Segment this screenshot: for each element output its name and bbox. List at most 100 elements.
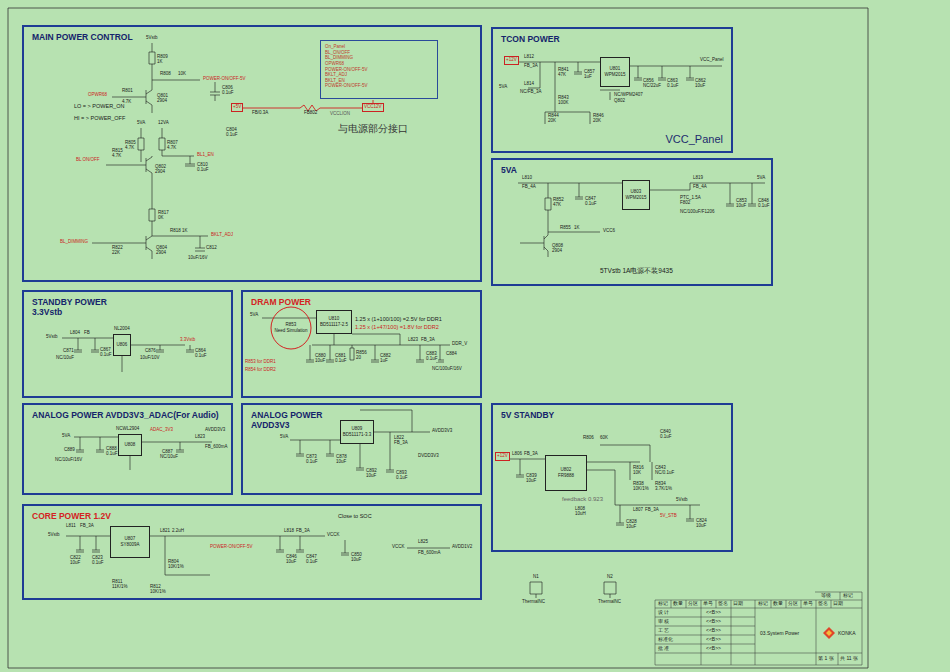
part-label: 10uF/16V	[188, 256, 208, 261]
part-label: FB_3A	[524, 64, 538, 69]
title-block-cell: <<B>>	[706, 637, 721, 642]
part-label: C806	[222, 86, 233, 91]
part-label: C850	[351, 553, 362, 558]
part-label: 10K	[178, 72, 186, 77]
part-label: NC/0.1uF	[655, 471, 674, 476]
net-label: BKLT_ADJ	[211, 233, 233, 238]
part-label: NC/22uF	[643, 84, 661, 89]
ic-symbol: U807SY8009A	[110, 526, 150, 558]
part-label: 0.1uF	[92, 561, 104, 566]
title-block-cell: <<B>>	[706, 610, 721, 615]
note-text: LO = > POWER_ON	[74, 104, 124, 110]
section-panel: ANALOG POWERAVDD3V3U809BD511171-3.3	[241, 403, 482, 495]
part-label: C893	[396, 471, 407, 476]
part-label: DVDD3V3	[418, 454, 439, 459]
part-label: R822	[112, 246, 123, 251]
title-block-cell: 批 准	[658, 646, 669, 651]
part-label: R856	[356, 351, 367, 356]
part-label: L821	[160, 529, 170, 534]
part-label: L812	[524, 55, 534, 60]
part-label: R844	[548, 114, 559, 119]
part-label: C882	[380, 354, 391, 359]
note-text: feedback 0.923	[562, 496, 603, 502]
part-label: L810	[522, 176, 532, 181]
part-label: R846	[593, 114, 604, 119]
part-designator: U807	[125, 537, 136, 542]
part-label: 0.1uF	[222, 91, 234, 96]
part-label: 5Vstb	[48, 533, 60, 538]
net-label: +5V	[231, 103, 243, 112]
part-label: 5VA	[499, 85, 507, 90]
pin-label: VCCLION	[330, 112, 350, 117]
section-panel: 5VA U803WPM2015	[491, 158, 773, 286]
part-label: 4.7K	[112, 154, 121, 159]
part-label: 5VA	[62, 434, 70, 439]
part-label: 1K	[574, 226, 580, 231]
part-label: NC/10uF	[56, 356, 74, 361]
part-label: 10K	[633, 471, 641, 476]
part-label: C804	[226, 128, 237, 133]
part-label: 10K/1%	[150, 590, 166, 595]
part-label: C867	[100, 348, 111, 353]
part-number: WPM2015	[604, 73, 625, 78]
part-label: L823	[195, 435, 205, 440]
part-label: C828	[626, 520, 637, 525]
part-label: R801	[122, 89, 133, 94]
note-text: R853	[286, 323, 297, 328]
part-label: L818	[284, 529, 294, 534]
title-block-cell: 审 核	[658, 619, 669, 624]
ic-symbol: U803WPM2015	[622, 180, 650, 210]
part-label: FB_3A	[80, 524, 94, 529]
rail-name: VCC_Panel	[666, 134, 723, 145]
part-label: C853	[736, 199, 747, 204]
section-panel: ANALOG POWER AVDD3V3_ADAC(For Audio)U808	[22, 403, 233, 495]
part-label: 0.1uF	[306, 560, 318, 565]
title-block-cell: 数量	[773, 601, 783, 606]
part-label: 10uF	[526, 479, 536, 484]
part-label: VCCK	[327, 533, 340, 538]
part-label: 5VA	[250, 313, 258, 318]
part-label: C878	[336, 455, 347, 460]
net-label: +12V	[504, 56, 519, 65]
section-title: 5VA	[501, 166, 517, 176]
part-label: C883	[426, 352, 437, 357]
part-label: L804	[70, 331, 80, 336]
part-label: C881	[335, 354, 346, 359]
net-label: BL_DIMMING	[60, 240, 88, 245]
part-label: 0.1uF	[426, 357, 438, 362]
note-text: Close to SOC	[338, 514, 372, 520]
part-label: 10uF	[736, 204, 746, 209]
part-designator: U802	[561, 468, 572, 473]
part-label: L822	[394, 436, 404, 441]
part-label: 4.7K	[125, 146, 134, 151]
part-label: Q801	[157, 94, 168, 99]
net-label: VCC12V	[362, 103, 384, 112]
section-title: CORE POWER 1.2V	[32, 512, 111, 522]
part-label: C884	[446, 352, 457, 357]
part-label: FB_4A	[693, 185, 707, 190]
part-label: R812	[150, 585, 161, 590]
part-label: C824	[696, 519, 707, 524]
ic-symbol: U801WPM2015	[600, 57, 630, 87]
part-label: FB_3A	[645, 508, 659, 513]
part-label: 0.1uF	[396, 476, 408, 481]
part-label: 10K/1%	[633, 487, 649, 492]
konka-logo	[823, 627, 835, 639]
part-label: C871	[63, 349, 74, 354]
part-label: R852	[553, 198, 564, 203]
ic-symbol: U809BD511171-3.3	[340, 420, 374, 444]
section-title: 5V STANDBY	[501, 411, 554, 421]
part-label: NL2004	[114, 327, 130, 332]
part-label: NC/100uF/16V	[432, 367, 462, 372]
part-label: 47K	[553, 203, 561, 208]
part-label: 0.1uF	[106, 452, 118, 457]
part-label: C812	[206, 246, 217, 251]
part-label: 2.2uH	[172, 529, 184, 534]
net-label: 1.25 x (1+47/100) =1.8V for DDR2	[355, 325, 439, 331]
part-label: 10uF	[366, 474, 376, 479]
part-label: FB802	[304, 111, 317, 116]
part-label: NC/10uF	[160, 455, 178, 460]
part-label: 0.1uF	[667, 84, 679, 89]
